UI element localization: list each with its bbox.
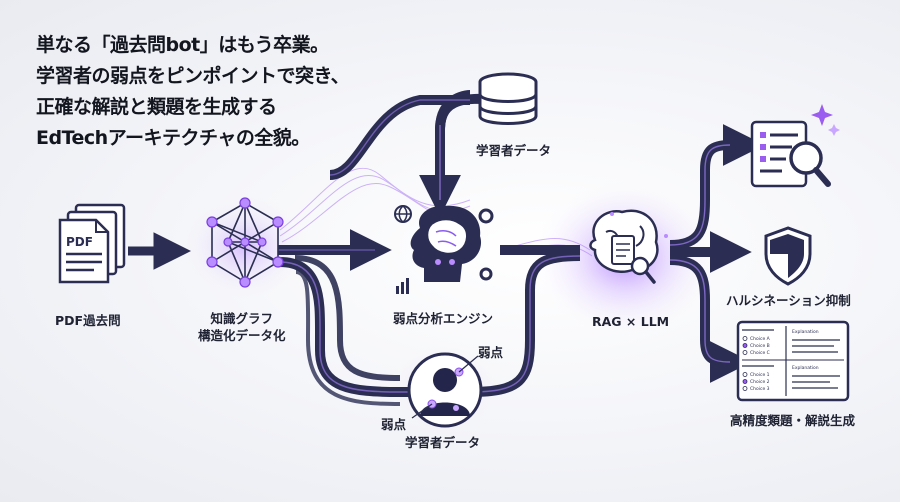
learner-avatar-icon bbox=[407, 352, 483, 428]
sparkle-icon bbox=[811, 104, 833, 126]
pdf-icon: PDF bbox=[58, 203, 126, 284]
brain-engine-icon bbox=[394, 205, 494, 294]
pdf-label: PDF過去問 bbox=[55, 313, 121, 328]
top-radio-1 bbox=[742, 336, 748, 341]
knowledge-graph-icon bbox=[206, 197, 284, 288]
headline-line-4: EdTechアーキテクチャの全貌。 bbox=[36, 127, 310, 149]
rag-llm-label: RAG × LLM bbox=[592, 314, 670, 329]
headline: 単なる「過去問bot」はもう卒業。 学習者の弱点をピンポイントで突き、 正確な解… bbox=[36, 30, 366, 154]
knowledge-graph-label-line2: 構造化データ化 bbox=[198, 328, 286, 343]
bar-chart-icon bbox=[396, 278, 409, 294]
bottom-choice-1: Choice 1 bbox=[750, 372, 770, 378]
top-choice-2: Choice B bbox=[750, 343, 770, 349]
doc-subheader: Explanation bbox=[792, 365, 819, 371]
magnifier-icon bbox=[630, 256, 650, 276]
headline-line-1: 単なる「過去問bot」はもう卒業。 bbox=[36, 34, 329, 56]
doc-header: Explanation bbox=[792, 329, 819, 335]
shield-icon bbox=[764, 226, 812, 286]
pdf-icon-text: PDF bbox=[66, 235, 93, 249]
knowledge-graph-label: 知識グラフ 構造化データ化 bbox=[198, 310, 286, 344]
weakness-engine-label: 弱点分析エンジン bbox=[393, 311, 494, 326]
generation-label: 高精度類題・解説生成 bbox=[730, 413, 856, 428]
bottom-radio-2 bbox=[742, 379, 748, 384]
learner-data-top-label: 学習者データ bbox=[476, 143, 552, 158]
top-choice-3: Choice C bbox=[750, 350, 770, 356]
search-document-icon bbox=[750, 104, 840, 188]
weak-label-left: 弱点 bbox=[381, 417, 407, 432]
lower-loop-pipe-2 bbox=[294, 255, 401, 381]
database-icon bbox=[478, 72, 538, 125]
bottom-radio-3 bbox=[742, 386, 748, 391]
top-choice-1: Choice A bbox=[750, 336, 771, 342]
headline-line-2: 学習者の弱点をピンポイントで突き、 bbox=[36, 65, 350, 87]
bottom-choice-3: Choice 3 bbox=[750, 386, 770, 392]
headline-line-3: 正確な解説と類題を生成する bbox=[36, 96, 277, 118]
hallucination-label: ハルシネーション抑制 bbox=[726, 293, 851, 308]
rag-llm-icon bbox=[589, 209, 668, 284]
weak-label-right: 弱点 bbox=[478, 345, 504, 360]
knowledge-graph-label-line1: 知識グラフ bbox=[210, 311, 274, 326]
learner-data-bottom-label: 学習者データ bbox=[405, 435, 481, 450]
top-radio-3 bbox=[742, 350, 748, 355]
gear-icon bbox=[478, 208, 494, 224]
bottom-radio-1 bbox=[742, 372, 748, 377]
bottom-choice-2: Choice 2 bbox=[750, 379, 770, 385]
top-radio-2 bbox=[742, 343, 748, 348]
